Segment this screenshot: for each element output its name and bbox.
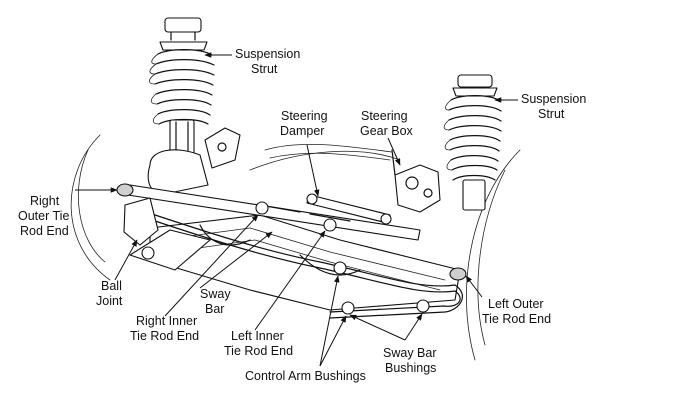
ball-joint	[123, 197, 159, 246]
control-arm	[129, 229, 430, 315]
sway-bar	[139, 209, 463, 319]
label-control-arm-bushings: Control Arm Bushings	[245, 369, 366, 383]
labels: Suspension Strut Suspension Strut Steeri…	[18, 47, 590, 383]
label-left-inner-tie-rod-end: Left Inner Tie Rod End	[224, 329, 293, 358]
body-outline	[70, 134, 521, 361]
upper-bracket	[204, 127, 241, 169]
label-suspension-strut-right: Suspension Strut	[521, 92, 590, 121]
label-suspension-strut-left: Suspension Strut	[235, 47, 304, 76]
left-suspension-strut	[147, 17, 215, 196]
leader-lines	[75, 52, 518, 367]
label-left-outer-tie-rod-end: Left Outer Tie Rod End	[482, 297, 551, 326]
label-steering-gear-box: Steering Gear Box	[360, 109, 414, 138]
label-steering-damper: Steering Damper	[280, 109, 331, 138]
label-sway-bar-bushings: Sway Bar Bushings	[383, 346, 440, 375]
right-suspension-strut	[443, 74, 502, 211]
label-right-inner-tie-rod-end: Right Inner Tie Rod End	[130, 314, 201, 343]
suspension-illustration	[70, 17, 521, 361]
label-ball-joint: Ball Joint	[96, 279, 125, 308]
steering-column	[264, 143, 393, 161]
tie-rod-ends	[116, 183, 467, 281]
label-sway-bar: Sway Bar	[200, 287, 234, 316]
steering-gear-box	[391, 149, 441, 213]
label-right-outer-tie-rod-end: Right Outer Tie Rod End	[18, 194, 73, 238]
